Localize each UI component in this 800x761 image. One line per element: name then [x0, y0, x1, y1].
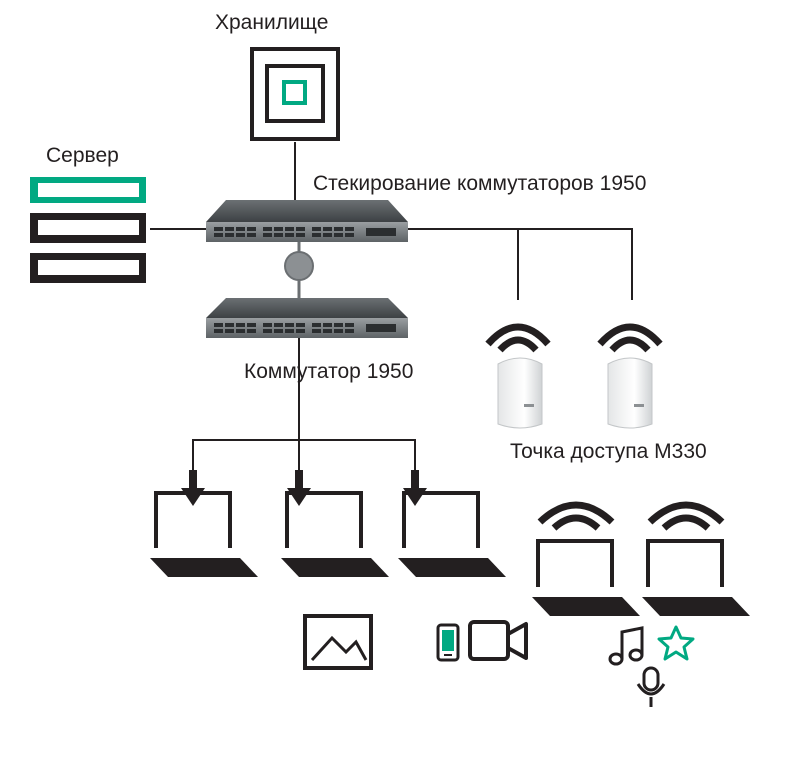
- wifi-signal-icon: [485, 323, 551, 353]
- storage-label: Хранилище: [215, 11, 328, 34]
- access-point-icon: [497, 357, 543, 429]
- access-point-icon: [607, 357, 653, 429]
- server-label: Сервер: [46, 144, 119, 167]
- storage-icon: [250, 47, 340, 141]
- download-arrow-icon: [181, 470, 205, 506]
- stack-link-icon: [284, 251, 314, 281]
- smartphone-icon: [436, 623, 460, 662]
- network-switch-icon: [206, 200, 408, 242]
- download-arrow-icon: [403, 470, 427, 506]
- laptop-icon: [532, 539, 640, 616]
- wifi-signal-icon: [537, 501, 615, 531]
- wired-bus: [192, 439, 416, 470]
- laptop-icon: [281, 491, 389, 577]
- server-rack-icon: [30, 177, 146, 283]
- wifi-signal-icon: [647, 501, 725, 531]
- laptop-icon: [642, 539, 750, 616]
- microphone-icon: [636, 666, 666, 707]
- network-switch-icon: [206, 298, 408, 338]
- image-icon: [303, 614, 373, 670]
- laptop-icon: [398, 491, 506, 577]
- switch-label: Коммутатор 1950: [244, 360, 413, 383]
- laptop-icon: [150, 491, 258, 577]
- music-note-icon: [608, 626, 644, 666]
- stack-label: Стекирование коммутаторов 1950: [313, 172, 646, 195]
- star-icon: [657, 625, 695, 661]
- download-arrow-icon: [287, 470, 311, 506]
- wifi-signal-icon: [597, 323, 663, 353]
- video-camera-icon: [468, 620, 528, 661]
- ap-uplink: [404, 228, 633, 300]
- access-point-label: Точка доступа M330: [510, 440, 707, 463]
